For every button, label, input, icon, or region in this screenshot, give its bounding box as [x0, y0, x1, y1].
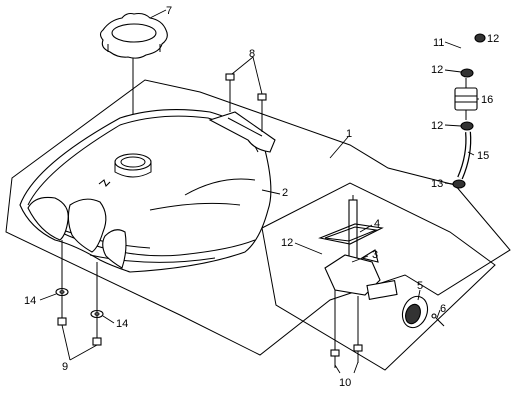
hose-clamp-top [474, 33, 486, 43]
callout-5: 5 [417, 280, 423, 292]
fuel-cock-bolt-left [330, 349, 340, 368]
fuel-cock-lever [401, 295, 429, 329]
mount-bolt-left [57, 306, 67, 326]
hose-clamp-upper [460, 68, 474, 78]
hose-clamp-middle [460, 121, 474, 131]
callout-6: 6 [440, 303, 446, 315]
callout-12-upper: 12 [431, 64, 443, 76]
fuel-hose-upper [460, 32, 477, 73]
callout-7: 7 [166, 5, 172, 17]
fuel-tank [19, 109, 276, 273]
callout-13: 12 [281, 237, 293, 249]
callout-16: 16 [481, 94, 493, 106]
callout-12-top: 12 [487, 33, 499, 45]
callout-12-bottom: 13 [431, 178, 443, 190]
leader-lines [39, 9, 479, 374]
mount-bolt-right [92, 326, 102, 346]
fuel-filter [454, 78, 478, 120]
gasket [318, 223, 384, 245]
callout-9: 9 [62, 361, 68, 373]
callout-2: 2 [282, 187, 288, 199]
fuel-hose-lower [457, 131, 472, 180]
fuel-cock [324, 195, 398, 350]
assembly-outline [5, 79, 511, 356]
callout-3: 3 [372, 249, 378, 261]
fuel-cock-bolt-right [353, 344, 363, 363]
fuel-cock-subassembly-outline [261, 182, 496, 371]
hose-clamp-bottom [452, 179, 466, 189]
callout-4: 4 [374, 218, 380, 230]
callout-8: 8 [249, 48, 255, 60]
callout-1: 1 [346, 128, 352, 140]
callout-12-middle: 12 [431, 120, 443, 132]
callout-15: 15 [477, 150, 489, 162]
fuel-cap [99, 12, 168, 59]
callout-labels: 7 8 1 2 4 12 3 5 6 10 14 14 9 11 12 12 1… [24, 5, 499, 389]
callout-14-right: 14 [116, 318, 128, 330]
callout-11: 11 [433, 37, 444, 49]
callout-14-left: 14 [24, 295, 36, 307]
bracket-bolt-left [225, 73, 235, 112]
lever-screw [431, 313, 445, 327]
callout-10: 10 [339, 377, 351, 389]
